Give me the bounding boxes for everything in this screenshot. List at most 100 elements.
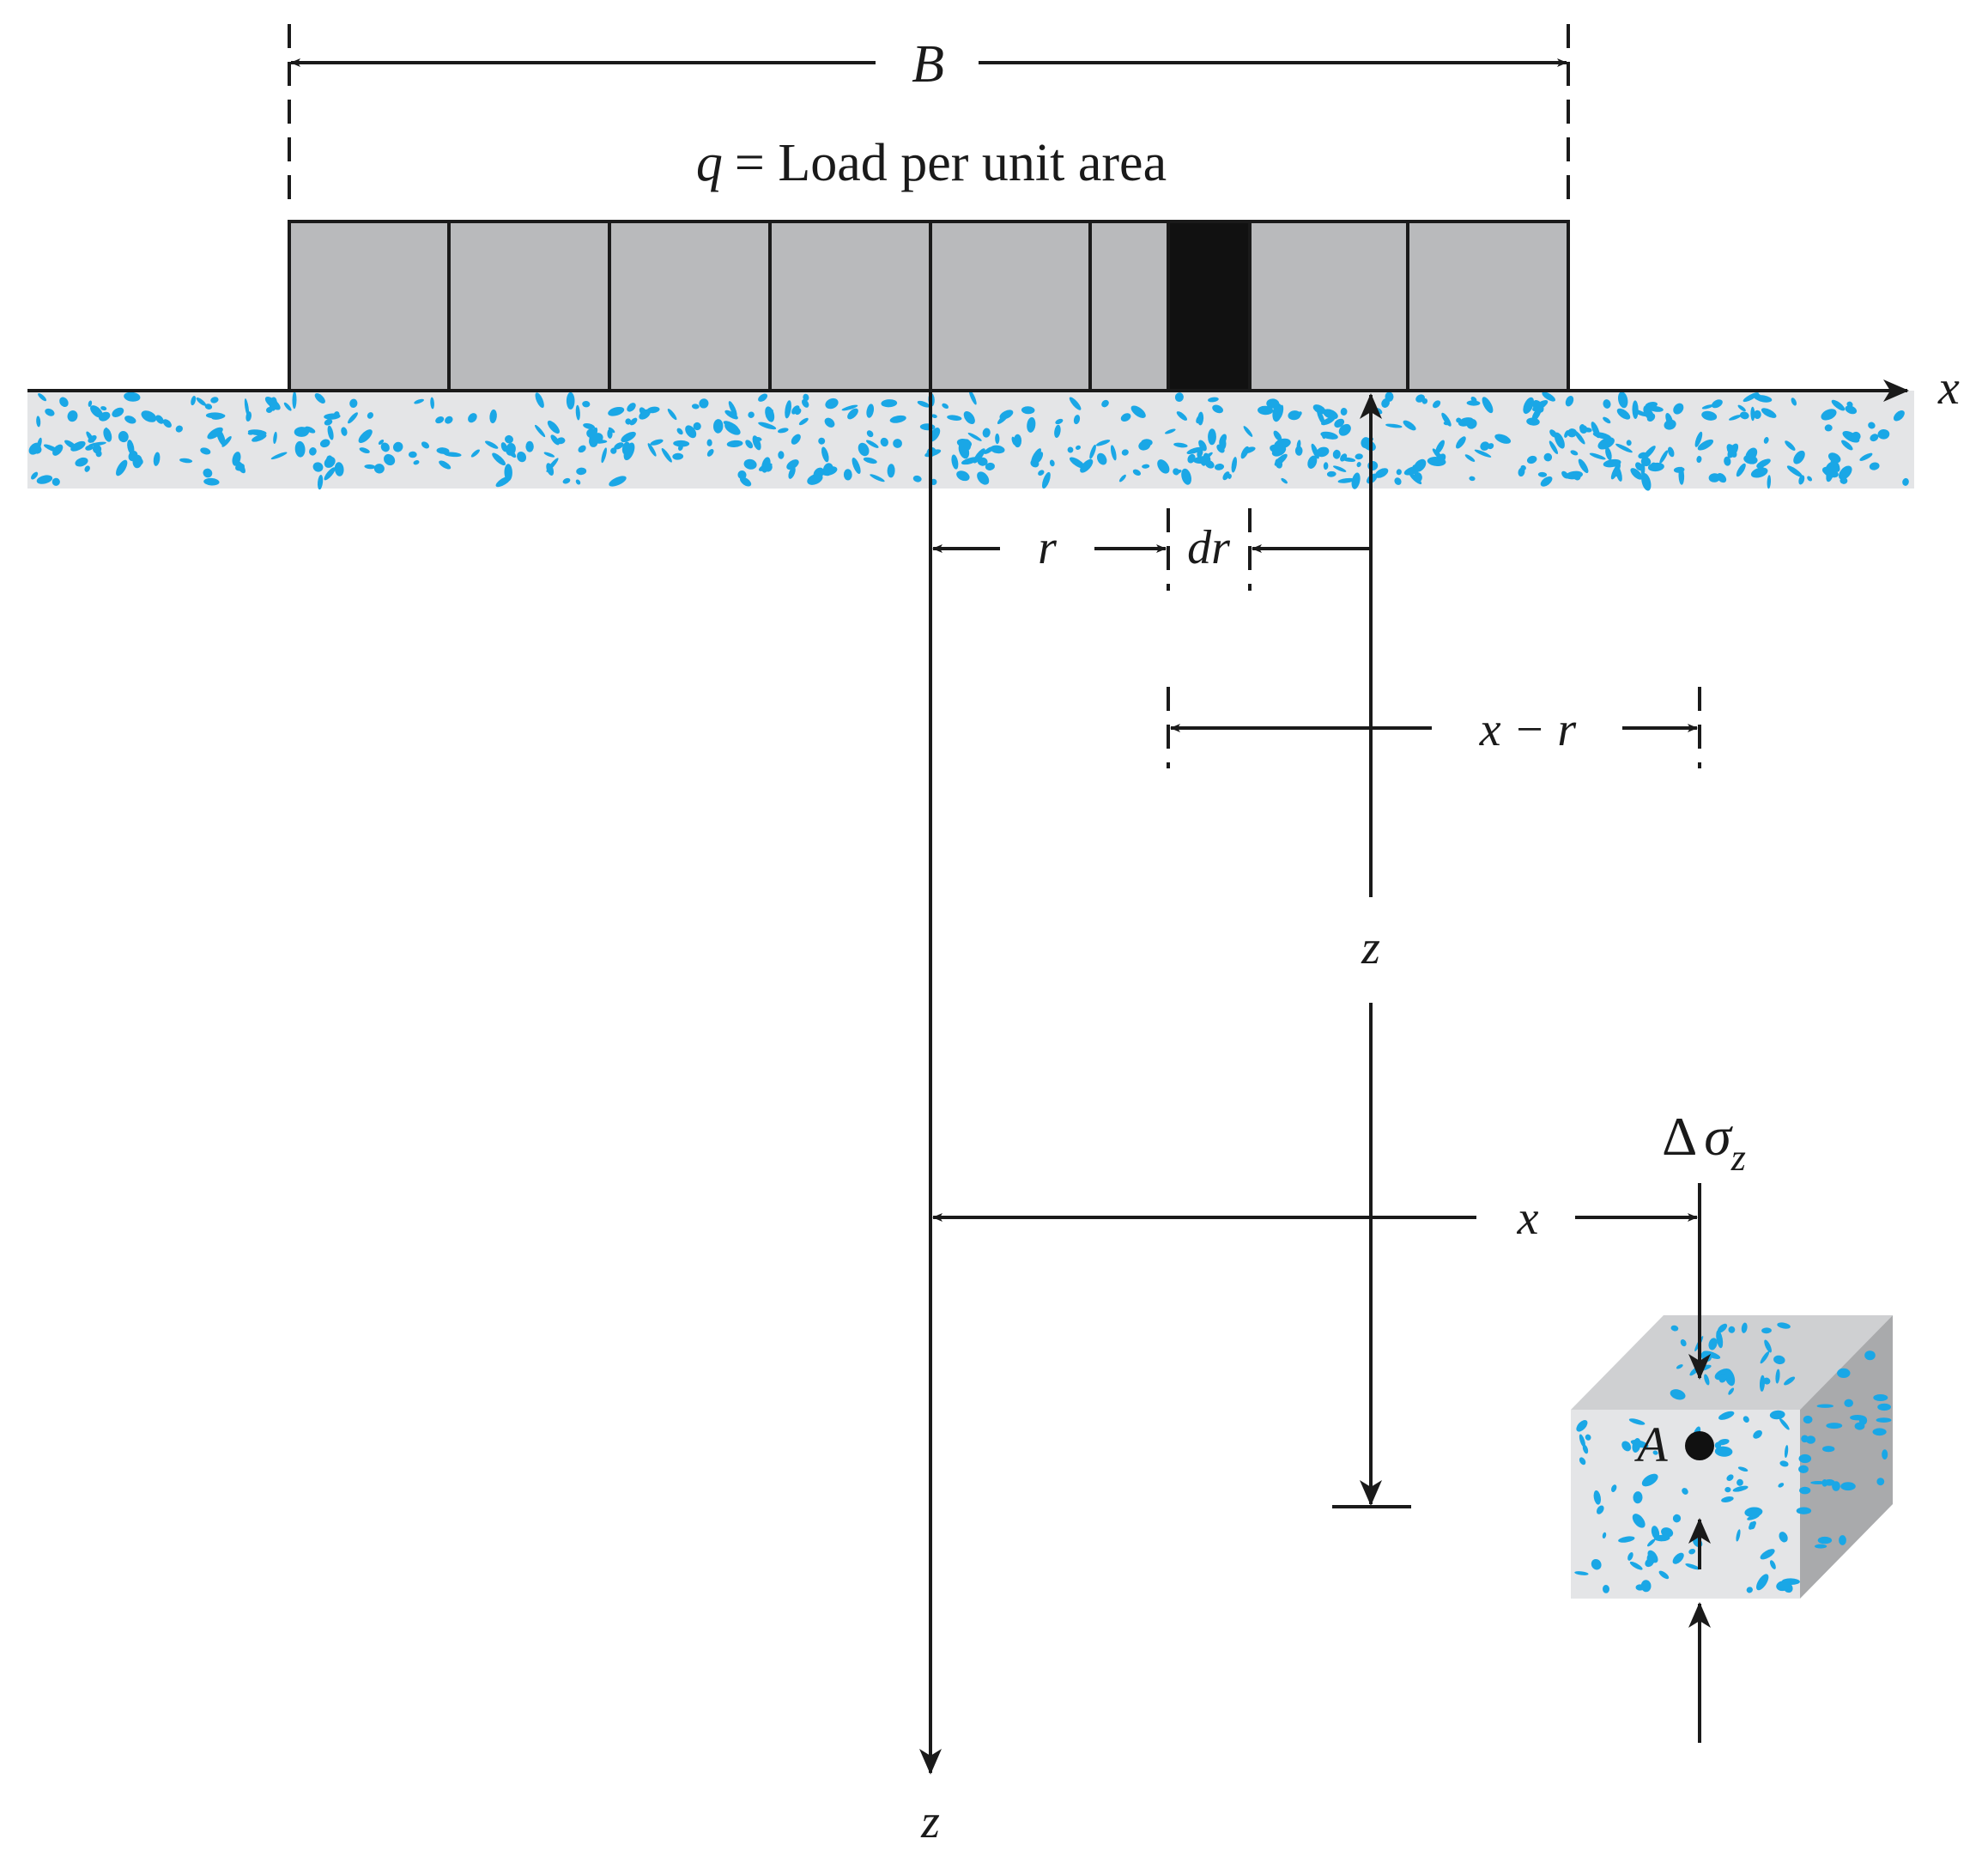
soil-speck (1110, 445, 1117, 461)
soil-speck (1721, 1496, 1734, 1502)
soil-speck (601, 447, 607, 464)
soil-speck (1786, 465, 1803, 477)
soil-speck (607, 428, 613, 439)
soil-speck (1779, 1532, 1788, 1543)
soil-speck (673, 440, 690, 447)
soil-speck (1494, 434, 1512, 444)
soil-speck (1717, 1323, 1728, 1333)
soil-speck (1776, 1581, 1791, 1592)
soil-speck (1270, 444, 1285, 454)
soil-speck (1617, 391, 1628, 409)
soil-speck (349, 398, 358, 408)
soil-speck (273, 431, 277, 444)
soil-speck (1288, 410, 1301, 421)
soil-speck (414, 398, 424, 404)
soil-speck (968, 390, 977, 405)
soil-speck (1799, 1486, 1811, 1495)
r-label: r (1038, 521, 1057, 574)
soil-speck (1755, 395, 1773, 403)
soil-speck (1629, 1561, 1643, 1570)
soil-speck (1596, 1505, 1604, 1514)
soil-speck (1652, 1450, 1658, 1455)
soil-speck (1197, 447, 1203, 458)
soil-speck (367, 412, 373, 419)
soil-speck (319, 439, 330, 448)
soil-speck (1777, 1322, 1791, 1329)
soil-speck (1531, 406, 1543, 422)
soil-speck (235, 460, 245, 474)
soil-speck (1822, 1446, 1835, 1453)
soil-speck (1381, 398, 1390, 408)
soil-speck (1877, 1403, 1892, 1411)
soil-speck (743, 458, 757, 470)
soil-speck (1222, 471, 1230, 481)
soil-speck (1769, 1410, 1785, 1420)
soil-speck (1075, 445, 1082, 451)
soil-speck (200, 447, 211, 455)
soil-speck (847, 408, 858, 420)
soil-speck (1893, 410, 1905, 422)
soil-speck (1603, 399, 1611, 409)
soil-speck (1175, 469, 1182, 475)
soil-speck (28, 442, 41, 455)
soil-speck (870, 474, 885, 482)
soil-speck (1165, 428, 1176, 434)
soil-speck (1611, 1484, 1617, 1493)
soil-speck (1480, 441, 1490, 451)
soil-speck (90, 405, 103, 418)
soil-speck (765, 406, 775, 422)
soil-speck (917, 400, 930, 408)
soil-speck (1275, 458, 1283, 469)
soil-speck (1227, 474, 1232, 479)
soil-speck (1281, 477, 1288, 484)
soil-speck (294, 440, 306, 458)
soil-speck (1873, 1394, 1888, 1401)
soil-speck (1615, 443, 1633, 453)
soil-speck (1214, 464, 1225, 470)
soil-speck (1718, 1374, 1727, 1383)
soil-speck (758, 393, 768, 402)
soil-speck (1724, 1368, 1736, 1387)
soil-speck (59, 397, 69, 408)
soil-speck (1839, 465, 1852, 480)
soil-speck (1714, 1446, 1733, 1457)
soil-speck (535, 424, 546, 438)
soil-speck (1784, 1445, 1789, 1459)
soil-speck (1728, 1326, 1736, 1333)
soil-speck (203, 468, 213, 478)
soil-speck (1714, 1441, 1722, 1449)
soil-speck (1258, 405, 1274, 416)
soil-speck (1701, 404, 1714, 410)
soil-speck (348, 412, 358, 424)
soil-speck (124, 416, 136, 424)
soil-speck (1200, 452, 1213, 462)
soil-speck (470, 449, 480, 458)
soil-speck (127, 440, 135, 455)
soil-speck (583, 422, 596, 430)
soil-speck (1616, 408, 1631, 420)
soil-speck (1414, 458, 1427, 472)
soil-speck (1769, 1560, 1776, 1569)
soil-speck (562, 477, 571, 484)
depth-z-label: z (1361, 921, 1380, 974)
soil-speck (1718, 1411, 1735, 1420)
soil-speck (785, 400, 791, 419)
soil-speck (822, 463, 833, 476)
soil-speck (1523, 397, 1535, 415)
soil-speck (358, 429, 373, 444)
soil-speck (1240, 446, 1249, 459)
soil-speck (1826, 1423, 1843, 1429)
soil-speck (1673, 403, 1684, 415)
soil-speck (737, 470, 747, 480)
soil-speck (1220, 437, 1227, 450)
soil-speck (1174, 392, 1184, 402)
soil-speck (1727, 443, 1739, 458)
soil-speck (1902, 477, 1909, 486)
soil-speck (1573, 472, 1581, 481)
soil-speck (661, 447, 672, 463)
soil-speck (672, 452, 684, 460)
soil-speck (1717, 473, 1727, 483)
soil-speck (1798, 1453, 1812, 1464)
soil-speck (1374, 468, 1389, 478)
